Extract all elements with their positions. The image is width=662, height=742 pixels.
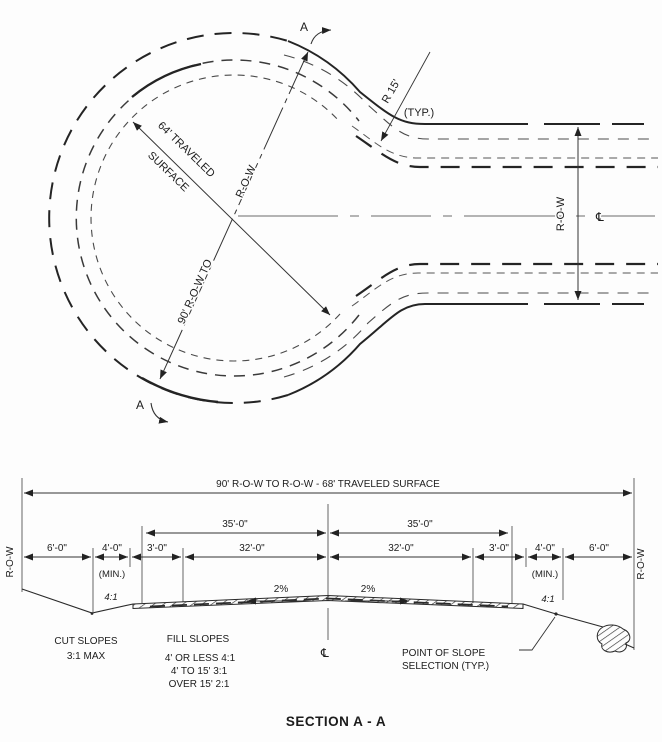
cut-slopes-note-1: CUT SLOPES <box>54 636 117 647</box>
road-lines <box>238 40 658 396</box>
point-of-slope-dot <box>554 612 558 616</box>
row-circle <box>48 32 289 404</box>
dim-text-4-left: 4'-0" <box>102 543 122 554</box>
dim-text-3-right: 3'-0" <box>489 543 509 554</box>
traveled-surface-dimension: 64' TRAVELED SURFACE <box>132 118 331 316</box>
section-view: 90' R-O-W TO R-O-W - 68' TRAVELED SURFAC… <box>4 478 649 731</box>
fill-slope-ratio-left: 4:1 <box>104 592 117 603</box>
fillet-radius-text: R 15' <box>380 78 403 106</box>
section-row-label-right: R-O-W <box>636 548 647 580</box>
traveled-surface-circle <box>90 74 341 362</box>
point-of-slope-leader <box>519 616 556 651</box>
section-marker-top: A <box>300 20 308 34</box>
slope-labels: 4:1 4:1 2% 2% <box>103 583 556 607</box>
typical-text: (TYP.) <box>404 107 434 119</box>
section-arrow-top <box>310 27 332 45</box>
dim-text-3-left: 3'-0" <box>147 543 167 554</box>
centerline-symbol: ℄ <box>595 210 604 224</box>
shoulder-circle <box>75 59 360 377</box>
section-title: SECTION A - A <box>286 714 386 729</box>
traveled-surface-dim-line <box>132 121 331 316</box>
solid-arc-accent-bottomleft <box>141 376 219 404</box>
road-heavy-dash-bottom <box>355 262 658 297</box>
dim-text-6-right: 6'-0" <box>589 543 609 554</box>
ground-profile <box>21 588 635 653</box>
section-cut-line: A A <box>135 19 332 424</box>
road-traveled-bottom-dashed <box>351 272 658 307</box>
pavement-heavy-dashes <box>149 597 509 608</box>
dim-text-32-left: 32'-0" <box>239 543 265 554</box>
section-arrow-bottom <box>150 402 169 424</box>
dim-text-4-right: 4'-0" <box>535 543 555 554</box>
ground-right-slope <box>522 603 604 628</box>
road-shoulder-bottom-dashed <box>283 292 656 378</box>
fill-slopes-row-3: OVER 15' 2:1 <box>169 679 230 690</box>
road-shoulder-top-dashed <box>283 54 656 140</box>
road-traveled-top-dashed <box>351 125 658 159</box>
fillet-leader-line <box>380 51 431 142</box>
road-edge-bottom-solid <box>287 303 528 396</box>
dim-text-6-left: 6'-0" <box>47 543 67 554</box>
section-row-label-left: R-O-W <box>5 546 16 578</box>
row-dim-text2: R-O-W <box>234 163 259 200</box>
section-line-a-a <box>159 51 309 380</box>
culdesac-bulb-arcs <box>48 32 360 404</box>
pavement-hatch-area <box>132 594 524 610</box>
dim-35-right-text: 35'-0" <box>407 519 433 530</box>
rock-mound <box>596 624 631 653</box>
section-marker-bottom: A <box>136 398 144 412</box>
cross-slope-text-left: 2% <box>274 584 289 595</box>
point-of-slope-text-2: SELECTION (TYP.) <box>402 661 489 672</box>
fill-slopes-row-2: 4' TO 15' 3:1 <box>171 666 228 677</box>
extension-lines <box>21 478 635 650</box>
fill-slopes-title: FILL SLOPES <box>167 634 230 645</box>
ground-right-end <box>624 643 635 649</box>
section-centerline-symbol: ℄ <box>320 646 329 660</box>
segment-dimension-texts: 6'-0" 4'-0" 3'-0" 32'-0" 32'-0" 3'-0" 4'… <box>4 542 649 582</box>
fillet-callout: R 15' (TYP.) <box>378 51 436 142</box>
overall-dimension: 90' R-O-W TO R-O-W - 68' TRAVELED SURFAC… <box>24 478 632 497</box>
cut-slopes-note-2: 3:1 MAX <box>67 651 106 662</box>
point-of-slope-text-1: POINT OF SLOPE <box>402 648 485 659</box>
road-width-dimension: R-O-W ℄ <box>554 127 606 300</box>
fill-slopes-row-1: 4' OR LESS 4:1 <box>165 653 236 664</box>
ditch-point <box>90 612 94 615</box>
min-label-left: (MIN.) <box>99 569 125 580</box>
dim-35-left-text: 35'-0" <box>222 519 248 530</box>
min-label-right: (MIN.) <box>532 569 558 580</box>
road-row-label: R-O-W <box>555 196 567 231</box>
halfwidth-dimensions: 35'-0" 35'-0" <box>146 518 508 537</box>
fill-slope-ratio-right: 4:1 <box>541 594 554 605</box>
overall-dim-text: 90' R-O-W TO R-O-W - 68' TRAVELED SURFAC… <box>216 479 440 490</box>
road-heavy-dash-top <box>355 135 658 169</box>
road-edge-top-solid <box>287 40 528 125</box>
plan-view: A A 64' TRAVELED SURFACE 90' R-O-W TO R-… <box>48 19 658 424</box>
notes: CUT SLOPES 3:1 MAX FILL SLOPES 4' OR LES… <box>53 616 556 692</box>
cross-slope-text-right: 2% <box>361 584 376 595</box>
dim-text-32-right: 32'-0" <box>388 543 414 554</box>
row-dim-text1: 90' R-O-W TO <box>176 257 215 326</box>
